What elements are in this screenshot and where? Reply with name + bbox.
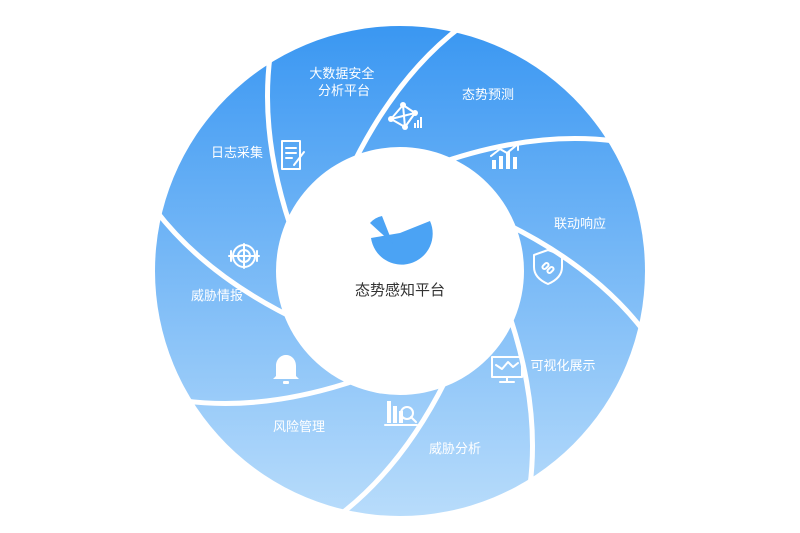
segment-label-prediction: 态势预测: [462, 87, 514, 103]
bar-magnifier-icon: [384, 401, 418, 426]
segment-label-threat-intel: 威胁情报: [191, 289, 243, 304]
segment-divider: [181, 373, 371, 406]
segment-divider: [345, 24, 464, 177]
network-graph-icon: [388, 102, 422, 130]
segment-divider: [336, 365, 455, 518]
trend-chart-icon: [490, 143, 519, 169]
pie-chart-icon: [370, 216, 433, 265]
segment-label-log-collection: 日志采集: [211, 145, 263, 161]
center-circle: [276, 147, 524, 395]
segment-divider: [502, 300, 535, 490]
shield-link-icon: [533, 249, 563, 285]
segment-label-risk-management: 风险管理: [273, 420, 325, 435]
segment-divider: [494, 216, 647, 335]
segment-label-big-data: 大数据安全 分析平台: [309, 66, 378, 99]
globe-icon: [228, 243, 260, 269]
segment-label-threat-analysis: 威胁分析: [429, 442, 481, 457]
ring-dividers: [153, 24, 647, 518]
bell-icon: [273, 355, 299, 384]
center-title: 态势感知平台: [355, 281, 445, 299]
segment-label-line: 分析平台: [318, 84, 370, 99]
segment-label-response: 联动响应: [554, 216, 606, 232]
document-edit-icon: [281, 140, 305, 170]
segment-divider: [153, 207, 306, 326]
monitor-chart-icon: [491, 356, 523, 383]
segment-divider: [429, 136, 619, 169]
segment-divider: [265, 52, 298, 242]
segment-label-visualization: 可视化展示: [530, 359, 595, 374]
segment-label-line: 大数据安全: [309, 66, 374, 82]
